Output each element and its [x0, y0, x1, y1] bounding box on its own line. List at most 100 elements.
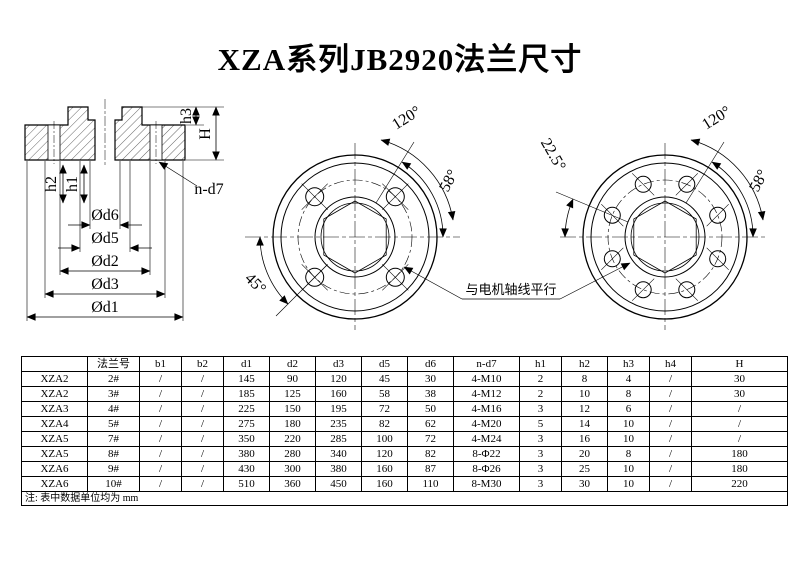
table-cell: 185 [223, 386, 270, 402]
table-cell: 3 [519, 476, 562, 492]
col-header-h1: h1 [519, 356, 562, 372]
table-cell: 180 [269, 416, 316, 432]
table-cell: 10 [561, 386, 608, 402]
table-cell: 10# [87, 476, 140, 492]
table-cell: 3 [519, 431, 562, 447]
table-cell: 38 [407, 386, 454, 402]
dim-label-n-d7: n-d7 [194, 181, 223, 198]
table-cell: / [139, 371, 182, 387]
table-cell: 82 [361, 416, 408, 432]
table-cell: / [139, 446, 182, 462]
table-cell: 9# [87, 461, 140, 477]
front-view-right: 120° 58° 22.5° [537, 103, 772, 330]
table-cell: 72 [407, 431, 454, 447]
table-cell: 8-M30 [453, 476, 520, 492]
table-cell: 4-M12 [453, 386, 520, 402]
col-header-d6: d6 [407, 356, 454, 372]
bolt-hole [634, 281, 652, 299]
table-cell: 8-Φ26 [453, 461, 520, 477]
dim-label-h3: h3 [178, 108, 195, 124]
angle-label-22-5: 22.5° [537, 136, 569, 174]
table-cell: 62 [407, 416, 454, 432]
angle-label-45: 45° [241, 270, 269, 298]
table-cell: 8 [607, 446, 650, 462]
table-cell: / [181, 446, 224, 462]
table-cell: 510 [223, 476, 270, 492]
table-cell: XZA6 [21, 476, 88, 492]
table-cell: 2# [87, 371, 140, 387]
table-cell: 6 [607, 401, 650, 417]
table-cell: 10 [607, 416, 650, 432]
table-cell: / [139, 401, 182, 417]
dim-label-d6: Ød6 [91, 207, 119, 224]
table-cell: 275 [223, 416, 270, 432]
table-cell: 285 [315, 431, 362, 447]
table-cell: / [139, 386, 182, 402]
angle-label-58-right: 58° [746, 167, 772, 195]
table-cell: / [649, 386, 692, 402]
table-cell: / [139, 461, 182, 477]
bolt-hole [634, 175, 652, 193]
table-cell: / [649, 461, 692, 477]
bolt-hole [305, 267, 325, 287]
col-header-n-d7: n-d7 [453, 356, 520, 372]
dim-label-d2: Ød2 [91, 253, 119, 270]
table-note-row: 注: 表中数据单位均为 mm [21, 491, 788, 506]
table-cell: 160 [361, 476, 408, 492]
table-note: 注: 表中数据单位均为 mm [21, 491, 788, 506]
page-title: XZA系列JB2920法兰尺寸 [217, 42, 583, 77]
table-cell: 195 [315, 401, 362, 417]
table-cell: 4 [607, 371, 650, 387]
dim-label-d3: Ød3 [91, 276, 119, 293]
bolt-hole [603, 250, 621, 268]
table-cell: / [691, 431, 788, 447]
angle-label-120-middle: 120° [389, 103, 424, 134]
table-cell: 5 [519, 416, 562, 432]
table-cell: 7# [87, 431, 140, 447]
axis-callout-label: 与电机轴线平行 [465, 282, 556, 297]
table-cell: 380 [315, 461, 362, 477]
table-cell: XZA3 [21, 401, 88, 417]
col-header-H: H [691, 356, 788, 372]
dim-label-d5: Ød5 [91, 230, 119, 247]
col-header-h4: h4 [649, 356, 692, 372]
table-cell: 100 [361, 431, 408, 447]
table-cell: 3 [519, 401, 562, 417]
bolt-hole [305, 187, 325, 207]
table-cell: 380 [223, 446, 270, 462]
table-cell: / [181, 431, 224, 447]
table-cell: XZA2 [21, 371, 88, 387]
table-cell: 220 [691, 476, 788, 492]
table-cell: 160 [315, 386, 362, 402]
table-cell: 450 [315, 476, 362, 492]
table-cell: 8# [87, 446, 140, 462]
table-cell: 125 [269, 386, 316, 402]
table-cell: 145 [223, 371, 270, 387]
table-cell: XZA5 [21, 431, 88, 447]
table-cell: / [139, 431, 182, 447]
table-cell: 430 [223, 461, 270, 477]
bolt-hole [709, 250, 727, 268]
table-cell: 12 [561, 401, 608, 417]
table-cell: 2 [519, 371, 562, 387]
table-cell: / [181, 476, 224, 492]
col-header-d5: d5 [361, 356, 408, 372]
col-header-h2: h2 [561, 356, 608, 372]
table-cell: / [649, 371, 692, 387]
table-header-row: 法兰号 b1 b2 d1 d2 d3 d5 d6 n-d7 h1 h2 h3 h… [21, 356, 788, 372]
table-cell: 3# [87, 386, 140, 402]
table-cell: / [649, 401, 692, 417]
table-cell: / [649, 416, 692, 432]
table-cell: XZA2 [21, 386, 88, 402]
table-cell: 350 [223, 431, 270, 447]
angle-label-58-middle: 58° [436, 167, 462, 195]
col-header-flange-no: 法兰号 [87, 356, 140, 372]
table-cell: / [691, 401, 788, 417]
table-cell: 58 [361, 386, 408, 402]
table-cell: 50 [407, 401, 454, 417]
dim-label-h1: h1 [64, 176, 81, 192]
